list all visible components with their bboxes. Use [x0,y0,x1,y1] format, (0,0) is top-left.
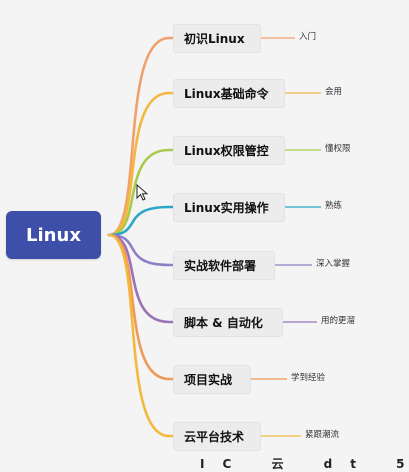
mouse-cursor-icon [136,184,148,201]
cut-off-text: IC 云 dt 5 [200,457,409,471]
branch-connector-4 [107,205,175,237]
branch-connector-1 [107,36,175,237]
leaf-node-5[interactable]: 深入掌握 [316,259,351,269]
branch-connector-8 [107,233,175,438]
leaf-node-4[interactable]: 熟练 [325,201,343,211]
topic-node-7[interactable]: 项目实战 [173,364,251,394]
leaf-node-1[interactable]: 入门 [299,32,317,42]
leaf-node-6[interactable]: 用的更溜 [321,316,356,326]
leaf-node-7[interactable]: 学到经验 [291,373,326,383]
leaf-node-3[interactable]: 懂权限 [325,144,351,154]
topic-node-2[interactable]: Linux基础命令 [173,78,285,108]
topic-node-5[interactable]: 实战软件部署 [173,250,275,280]
branch-connector-3 [107,148,175,237]
branch-connector-2 [107,91,175,237]
topic-node-3[interactable]: Linux权限管控 [173,135,285,165]
topic-node-8[interactable]: 云平台技术 [173,421,261,451]
leaf-node-8[interactable]: 紧跟潮流 [305,430,340,440]
branch-connector-6 [107,233,175,324]
leaf-node-2[interactable]: 会用 [325,87,343,97]
topic-node-6[interactable]: 脚本 & 自动化 [173,307,283,337]
topic-node-4[interactable]: Linux实用操作 [173,192,285,222]
branch-connector-5 [107,233,175,267]
branch-connector-7 [107,233,175,381]
root-node[interactable]: Linux [6,211,101,259]
topic-node-1[interactable]: 初识Linux [173,23,261,53]
